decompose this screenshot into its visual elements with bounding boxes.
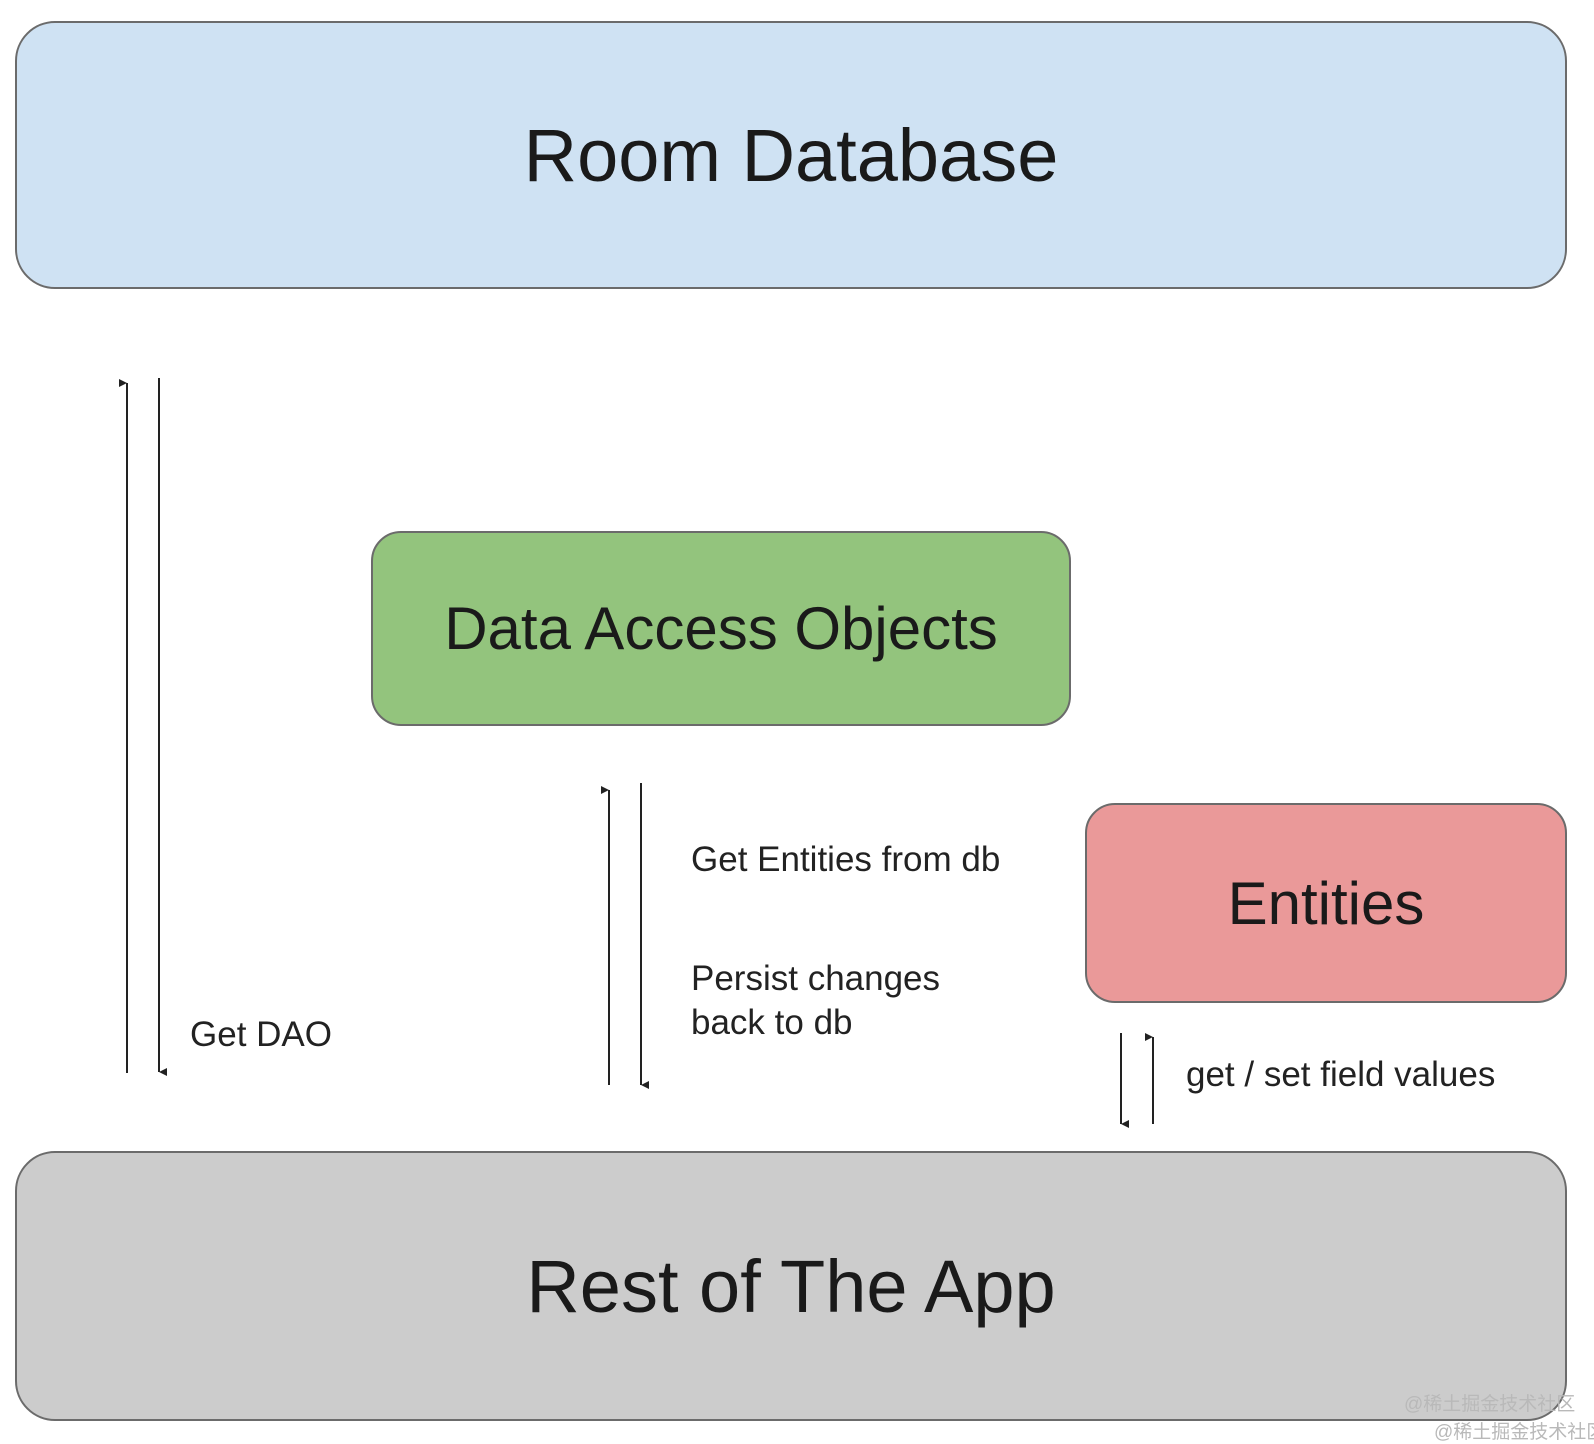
persist-changes-label: Persist changes back to db <box>691 959 941 1042</box>
data-access-objects-box: Data Access Objects <box>371 531 1071 726</box>
watermark-text: @稀土掘金技术社区 <box>1434 1422 1594 1443</box>
room-database-box: Room Database <box>15 21 1567 289</box>
get-entities-label: Get Entities from db <box>691 840 1001 879</box>
entities-box: Entities <box>1085 803 1567 1003</box>
rest-of-app-box: Rest of The App <box>15 1151 1567 1421</box>
room-database-label: Room Database <box>523 113 1059 197</box>
rest-of-app-label: Rest of The App <box>526 1244 1056 1328</box>
entities-label: Entities <box>1227 869 1425 937</box>
get-dao-label: Get DAO <box>190 1015 332 1054</box>
field-values-label: get / set field values <box>1186 1055 1496 1094</box>
watermark-text: @稀土掘金技术社区 <box>1404 1394 1576 1415</box>
data-access-objects-label: Data Access Objects <box>444 595 998 662</box>
